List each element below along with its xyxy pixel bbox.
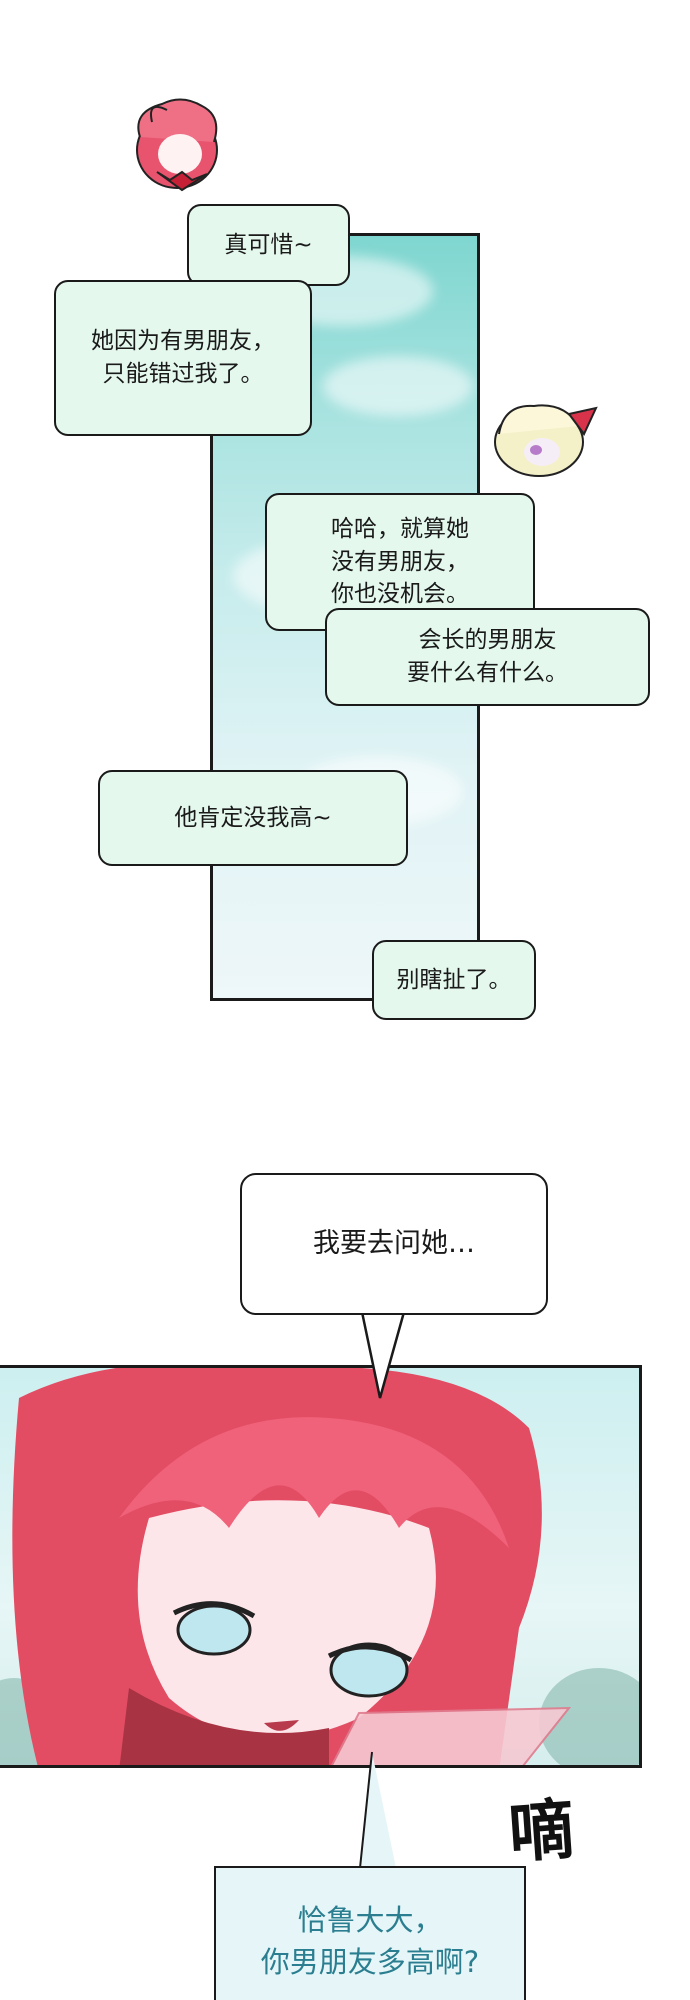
character-panel bbox=[0, 1365, 642, 1768]
speech-bubble-4: 会长的男朋友 要什么有什么。 bbox=[325, 608, 650, 706]
chibi-pink-character bbox=[136, 98, 218, 192]
cloud bbox=[323, 356, 473, 416]
chibi-blonde-character bbox=[494, 404, 598, 477]
character-illustration bbox=[12, 1368, 572, 1765]
speech-bubble-2: 她因为有男朋友， 只能错过我了。 bbox=[54, 280, 312, 436]
speech-bubble-7: 我要去问她… bbox=[240, 1173, 548, 1315]
speech-bubble-8: 恰鲁大大， 你男朋友多高啊? bbox=[214, 1866, 526, 2000]
sound-effect-text: 嘀 bbox=[505, 1789, 577, 1873]
speech-bubble-8-tail bbox=[358, 1751, 396, 1869]
speech-bubble-1: 真可惜~ bbox=[187, 204, 350, 286]
speech-bubble-6: 别瞎扯了。 bbox=[372, 940, 536, 1020]
speech-bubble-5: 他肯定没我高~ bbox=[98, 770, 408, 866]
speech-bubble-7-tail bbox=[360, 1311, 406, 1399]
